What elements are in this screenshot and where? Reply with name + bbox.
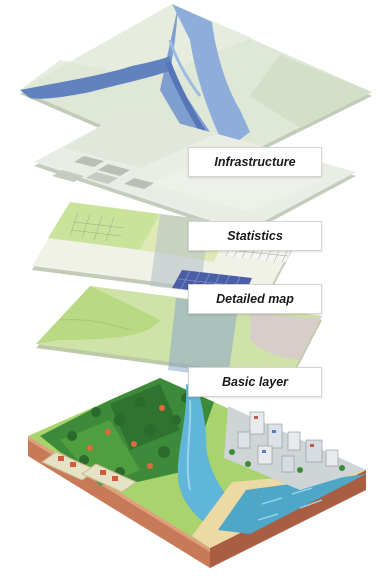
sea <box>218 474 366 534</box>
layer-label-basic-layer: Basic layer <box>188 367 322 397</box>
river <box>177 384 246 530</box>
layer-label-infrastructure: Infrastructure <box>188 147 322 177</box>
infrastructure-layer <box>20 4 372 176</box>
village <box>41 451 137 493</box>
layer-label-detailed-map: Detailed map <box>188 284 322 314</box>
layer-label-statistics: Statistics <box>188 221 322 251</box>
terrain-block <box>28 378 366 568</box>
